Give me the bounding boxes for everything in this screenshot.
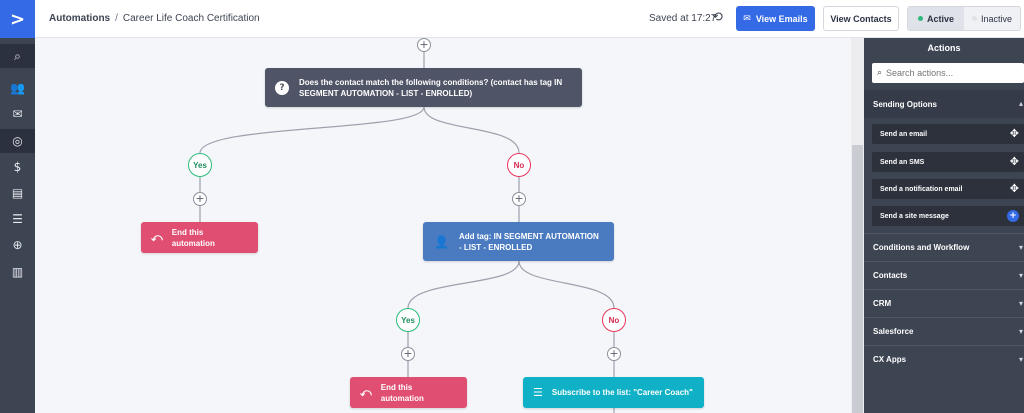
envelope-icon: ✉ — [743, 13, 751, 24]
subscribe-list-node[interactable]: ☰ Subscribe to the list: "Career Coach" — [523, 377, 704, 408]
reports-icon[interactable]: ▥ — [11, 265, 24, 279]
email-icon[interactable]: ✉ — [12, 107, 23, 121]
history-icon[interactable]: ⟲ — [712, 10, 723, 25]
view-emails-label: View Emails — [755, 13, 808, 24]
section-crm[interactable]: CRM ▾ — [864, 289, 1024, 317]
action-label: Send an SMS — [880, 158, 925, 166]
add-step-button[interactable]: + — [512, 192, 526, 206]
section-label: Sending Options — [873, 99, 937, 109]
view-emails-button[interactable]: ✉ View Emails — [736, 6, 815, 31]
end-automation-node[interactable]: ⤺ End this automation — [141, 222, 258, 253]
action-send-notification[interactable]: Send a notification email ✥ — [872, 179, 1024, 199]
add-tag-node[interactable]: 👤 Add tag: IN SEGMENT AUTOMATION - LIST … — [423, 222, 614, 261]
left-navigation: > ⌕ 👥 ✉ ◎ $ ▤ ☰ ⊕ ▥ — [0, 0, 35, 413]
section-cx-apps[interactable]: CX Apps ▾ — [864, 345, 1024, 373]
end-automation-label: End this automation — [171, 227, 215, 248]
status-active-label: Active — [926, 13, 954, 24]
status-inactive-label: Inactive — [980, 13, 1013, 24]
action-send-sms[interactable]: Send an SMS ✥ — [872, 152, 1024, 172]
move-icon[interactable]: ✥ — [1009, 182, 1019, 195]
move-icon[interactable]: ✥ — [1009, 155, 1019, 168]
section-label: CRM — [873, 299, 892, 308]
status-inactive-option[interactable]: Inactive — [964, 7, 1020, 30]
action-label: Send an email — [880, 130, 928, 138]
section-label: CX Apps — [873, 355, 907, 364]
action-send-site-message[interactable]: Send a site message + — [872, 206, 1024, 226]
section-salesforce[interactable]: Salesforce ▾ — [864, 317, 1024, 345]
action-label: Send a notification email — [880, 185, 963, 193]
chevron-down-icon: ▾ — [1018, 299, 1023, 308]
chevron-down-icon: ▾ — [1018, 243, 1023, 252]
section-sending-options[interactable]: Sending Options ▴ — [864, 90, 1024, 118]
add-tag-text: Add tag: IN SEGMENT AUTOMATION - LIST - … — [458, 231, 599, 252]
end-automation-node[interactable]: ⤺ End this automation — [350, 377, 467, 408]
action-label: Send a site message — [880, 212, 949, 220]
add-step-button[interactable]: + — [417, 38, 431, 52]
section-label: Salesforce — [873, 327, 914, 336]
branch-yes-badge[interactable]: Yes — [188, 153, 212, 177]
workflow-connectors — [199, 45, 615, 413]
status-active-option[interactable]: Active — [908, 7, 964, 30]
lists-icon[interactable]: ☰ — [12, 212, 23, 226]
saved-status: Saved at 17:27 — [649, 13, 717, 24]
status-toggle: Active Inactive — [907, 6, 1021, 31]
branch-no-badge[interactable]: No — [507, 153, 531, 177]
add-step-button[interactable]: + — [401, 347, 415, 361]
question-icon: ? — [275, 80, 289, 95]
chevron-down-icon: ▾ — [1018, 355, 1023, 364]
end-automation-label: End this automation — [380, 382, 424, 403]
list-icon: ☰ — [533, 386, 543, 399]
breadcrumb-root-link[interactable]: Automations — [49, 13, 111, 24]
inactive-dot-icon — [971, 16, 977, 21]
move-icon[interactable]: ✥ — [1009, 127, 1019, 140]
app-logo[interactable]: > — [0, 0, 35, 38]
active-dot-icon — [917, 16, 923, 21]
breadcrumb: Automations / Career Life Coach Certificat… — [49, 13, 260, 24]
logo-glyph: > — [9, 8, 26, 30]
site-icon[interactable]: ⊕ — [12, 238, 23, 252]
contacts-icon[interactable]: 👥 — [10, 81, 25, 95]
section-label: Contacts — [873, 271, 908, 280]
actions-panel: Actions ⌕ Sending Options ▴ Send an emai… — [864, 38, 1024, 413]
breadcrumb-separator: / — [115, 13, 118, 24]
canvas-scrollbar-thumb[interactable] — [852, 145, 863, 413]
breadcrumb-current: Career Life Coach Certification — [122, 13, 260, 24]
deals-icon[interactable]: $ — [13, 160, 22, 174]
search-icon: ⌕ — [877, 68, 883, 78]
add-step-button[interactable]: + — [193, 192, 207, 206]
add-step-button[interactable]: + — [607, 347, 621, 361]
chevron-down-icon: ▾ — [1018, 327, 1023, 336]
search-icon[interactable]: ⌕ — [0, 44, 35, 68]
subscribe-text: Subscribe to the list: "Career Coach" — [551, 388, 693, 397]
contact-icon: 👤 — [434, 234, 449, 249]
condition-node[interactable]: ? Does the contact match the following c… — [265, 68, 582, 107]
plus-icon[interactable]: + — [1007, 210, 1019, 222]
end-icon: ⤺ — [151, 230, 163, 244]
actions-panel-title: Actions — [927, 43, 961, 53]
section-conditions-workflow[interactable]: Conditions and Workflow ▾ — [864, 233, 1024, 261]
search-actions-field[interactable]: ⌕ — [872, 63, 1024, 83]
conversations-icon[interactable]: ▤ — [11, 186, 24, 200]
workflow-canvas[interactable]: + ? Does the contact match the following… — [35, 38, 864, 413]
chevron-up-icon: ▴ — [1018, 99, 1023, 108]
search-actions-input[interactable] — [886, 68, 1007, 78]
action-send-email[interactable]: Send an email ✥ — [872, 124, 1024, 144]
chevron-down-icon: ▾ — [1018, 271, 1023, 280]
branch-no-badge[interactable]: No — [602, 308, 626, 332]
branch-yes-badge[interactable]: Yes — [396, 308, 420, 332]
end-icon: ⤺ — [360, 385, 372, 399]
condition-text: Does the contact match the following con… — [299, 77, 563, 98]
section-label: Conditions and Workflow — [873, 243, 970, 252]
top-bar: Automations / Career Life Coach Certificat… — [35, 0, 1024, 38]
view-contacts-button[interactable]: View Contacts — [823, 6, 899, 31]
automations-icon[interactable]: ◎ — [0, 129, 35, 153]
section-contacts[interactable]: Contacts ▾ — [864, 261, 1024, 289]
